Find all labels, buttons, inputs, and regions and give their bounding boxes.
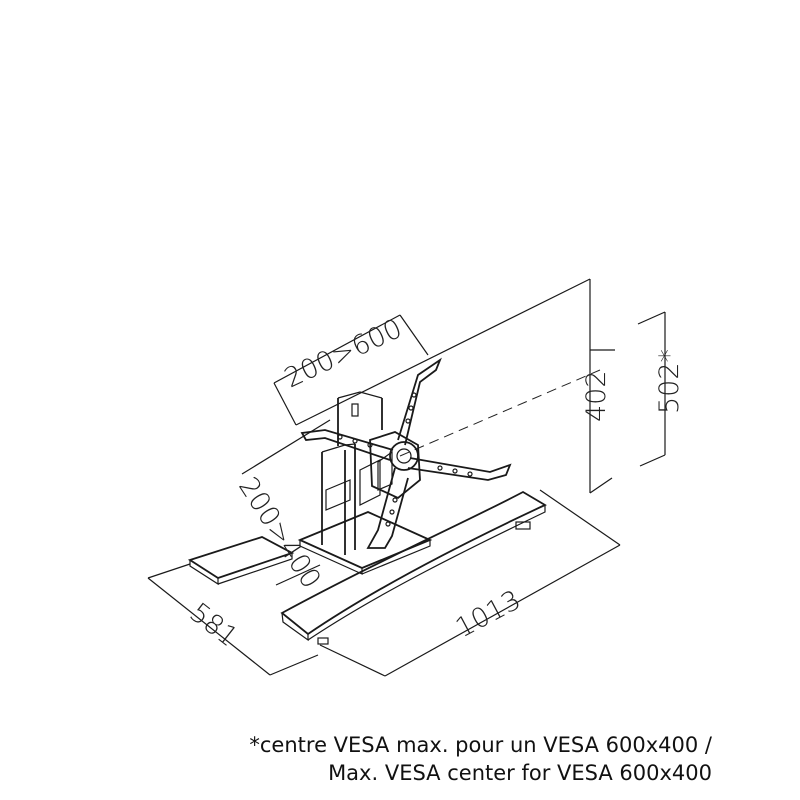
label-depth-581: 581 xyxy=(184,597,244,653)
footnote: *centre VESA max. pour un VESA 600x400 /… xyxy=(249,731,712,787)
label-vesa-height: 200>400 xyxy=(232,472,326,594)
footnote-line-french: *centre VESA max. pour un VESA 600x400 / xyxy=(249,733,712,757)
label-height-402: 402 xyxy=(581,370,612,422)
dim-vesa-height xyxy=(241,419,331,586)
vesa-bracket xyxy=(300,357,512,549)
dim-depth-581 xyxy=(147,563,319,676)
base-feet xyxy=(187,490,547,645)
label-vesa-width: 200>600 xyxy=(280,313,407,394)
dim-vesa-width xyxy=(273,278,591,426)
dim-height-402 xyxy=(399,279,615,494)
dim-length-1013 xyxy=(319,489,621,677)
column xyxy=(321,391,383,555)
dim-height-502 xyxy=(637,311,666,467)
label-height-502: 502* xyxy=(654,349,685,414)
label-length-1013: 1013 xyxy=(451,585,526,645)
footnote-line-english: Max. VESA center for VESA 600x400 xyxy=(328,761,712,785)
